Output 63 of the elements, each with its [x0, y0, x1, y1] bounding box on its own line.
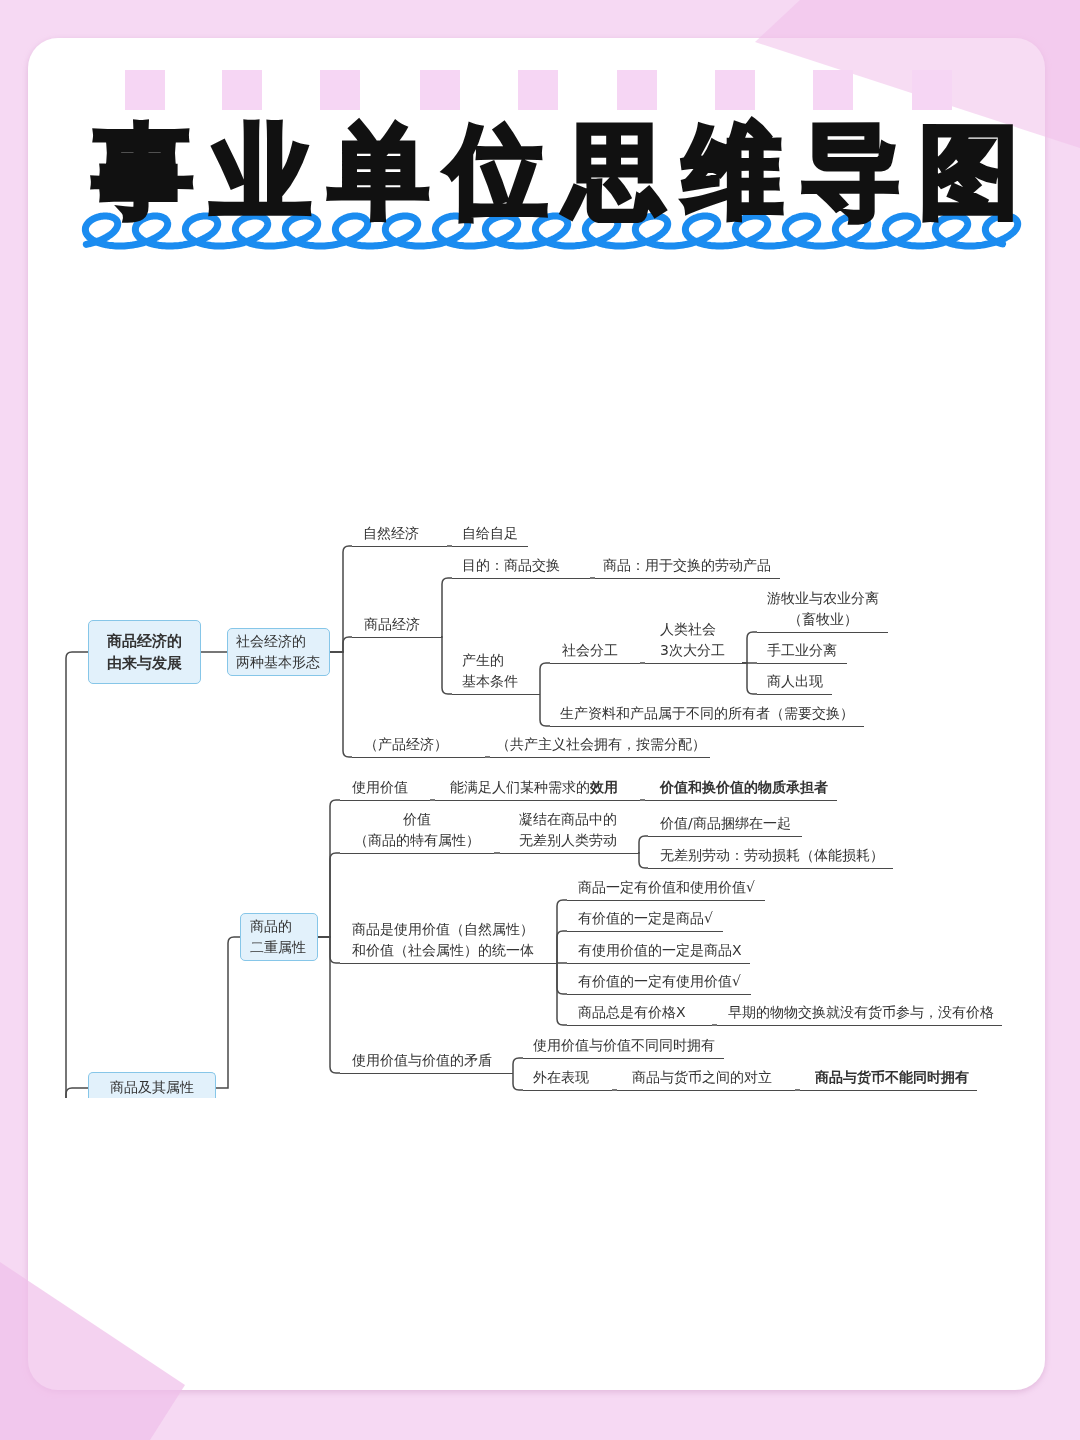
connector-line	[711, 1024, 718, 1026]
branch-topic: 有使用价值的一定是商品X	[567, 939, 750, 964]
branch-topic: 自然经济	[352, 522, 447, 547]
branch-topic: 游牧业与农业分离（畜牧业）	[757, 584, 888, 633]
topic-box: 商品的二重属性	[240, 913, 318, 961]
connector-line	[741, 662, 758, 695]
branch-topic: 商品一定有价值和使用价值√	[567, 876, 765, 901]
connector-line	[493, 852, 501, 854]
connector-line	[556, 962, 568, 1026]
branch-topic: 人类社会3次大分工	[645, 615, 742, 664]
branch-topic: 商品与货币不能同时拥有	[800, 1066, 977, 1091]
connector-line	[512, 1072, 524, 1091]
connector-line	[611, 1089, 618, 1091]
connector-line	[440, 636, 453, 695]
connector-line	[317, 936, 341, 1074]
branch-topic: 凝结在商品中的无差别人类劳动	[500, 805, 638, 854]
topic-box: 商品经济的由来与发展	[88, 620, 201, 684]
branch-topic: 手工业分离	[757, 639, 847, 664]
branch-topic: 有价值的一定是商品√	[567, 907, 723, 932]
connector-line	[484, 756, 491, 758]
connector-line	[589, 577, 596, 579]
connector-line	[539, 662, 551, 695]
branch-topic: 产生的基本条件	[452, 646, 540, 695]
branch-topic: 自给自足	[452, 522, 528, 547]
connector-line	[446, 545, 453, 547]
branch-topic: 商品是使用价值（自然属性）和价值（社会属性）的统一体	[340, 915, 557, 964]
branch-topic: （产品经济）	[352, 733, 485, 758]
branch-topic: 商品经济	[352, 613, 441, 638]
branch-topic: 商品：用于交换的劳动产品	[595, 554, 780, 579]
connector-line	[556, 962, 568, 964]
connector-line	[200, 651, 228, 653]
branch-topic: 价值/商品捆绑在一起	[648, 812, 802, 837]
connector-line	[637, 835, 649, 854]
connector-line	[215, 936, 241, 1089]
branch-topic: 生产资料和产品属于不同的所有者（需要交换）	[550, 702, 864, 727]
branch-topic: 价值和换价值的物质承担者	[645, 776, 837, 801]
branch-topic: 社会分工	[550, 639, 640, 664]
branch-topic: 有价值的一定有使用价值√	[567, 970, 751, 995]
branch-topic: 商品总是有价格X	[567, 1001, 712, 1026]
topic-box: 商品及其属性	[88, 1072, 216, 1098]
connector-line	[794, 1089, 801, 1091]
branch-topic: 商品与货币之间的对立	[617, 1066, 795, 1091]
connector-line	[639, 799, 646, 801]
branch-topic: 商人出现	[757, 670, 832, 695]
connector-line	[639, 662, 646, 664]
connector-line	[539, 693, 551, 727]
branch-topic: 使用价值与价值不同同时拥有	[523, 1034, 724, 1059]
connector-line	[512, 1057, 524, 1074]
branch-topic: 目的：商品交换	[452, 554, 590, 579]
connector-line	[637, 852, 649, 869]
connector-line	[65, 1087, 89, 1098]
branch-topic: 无差别劳动：劳动损耗（体能损耗）	[648, 844, 893, 869]
branch-topic: （共产主义社会拥有，按需分配）	[490, 733, 710, 758]
connector-line	[556, 930, 568, 964]
topic-box: 社会经济的两种基本形态	[227, 628, 330, 676]
connector-line	[429, 799, 436, 801]
branch-topic: 使用价值	[340, 776, 430, 801]
branch-topic: 早期的物物交换就没有货币参与，没有价格	[717, 1001, 1002, 1026]
branch-topic: 能满足人们某种需求的效用	[435, 776, 640, 801]
branch-topic: 使用价值与价值的矛盾	[340, 1049, 513, 1074]
connector-line	[440, 577, 453, 638]
branch-topic: 价值（商品的特有属性）	[340, 805, 494, 854]
branch-topic: 外在表现	[523, 1066, 612, 1091]
